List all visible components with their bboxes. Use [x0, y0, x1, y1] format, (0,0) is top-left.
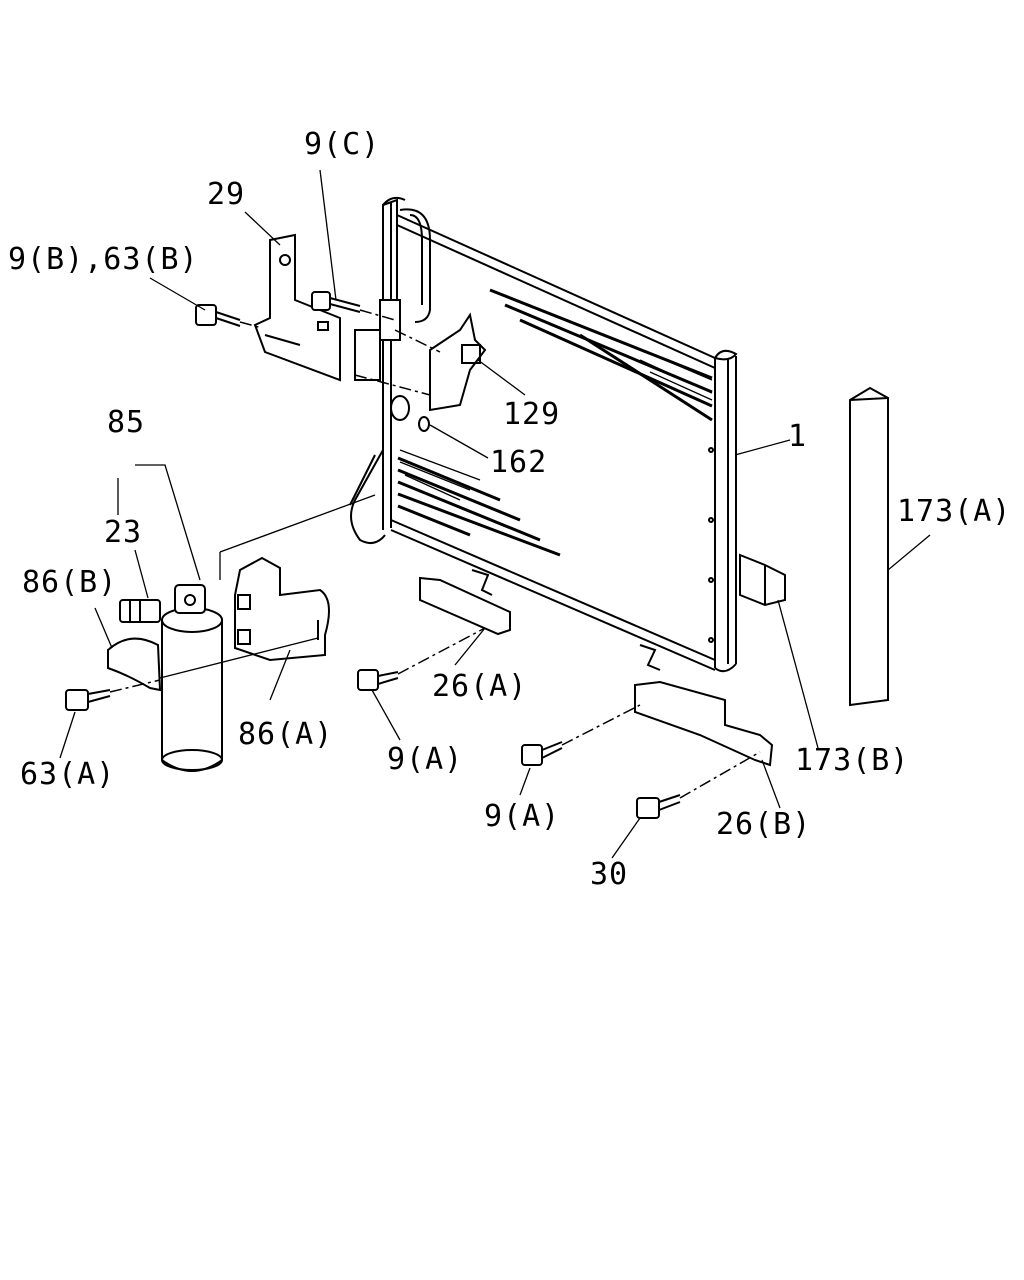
- callout-173b: 173(B): [795, 743, 910, 778]
- callout-63a: 63(A): [20, 757, 116, 792]
- callout-9c: 9(C): [304, 127, 381, 162]
- bracket-86a: [234, 556, 330, 662]
- clamp-86b: [107, 637, 162, 692]
- fitting-162: [390, 395, 430, 432]
- bracket-129: [354, 299, 487, 412]
- bracket-26a: [419, 569, 511, 636]
- bracket-29: [253, 233, 341, 382]
- callout-173a: 173(A): [897, 494, 1012, 529]
- callout-129: 129: [503, 397, 561, 432]
- bolt-9a-right: [521, 704, 641, 766]
- callout-9a-right: 9(A): [484, 799, 561, 834]
- bracket-26b: [634, 644, 774, 767]
- callout-85: 85: [107, 405, 146, 440]
- callout-23: 23: [104, 515, 143, 550]
- callout-29: 29: [207, 177, 246, 212]
- callout-86b: 86(B): [22, 565, 118, 600]
- bolt-9a-left: [357, 627, 486, 691]
- bolt-9c: [311, 291, 396, 321]
- dash-line: [394, 329, 441, 353]
- seal-173b: [739, 553, 786, 607]
- receiver-drier: [119, 584, 223, 772]
- callout-9b-63b: 9(B),63(B): [8, 242, 199, 277]
- bolt-9b-63b: [195, 304, 263, 329]
- condenser: [349, 196, 738, 673]
- callout-26a: 26(A): [432, 669, 528, 704]
- leader-lines: [59, 169, 931, 859]
- seal-173a: [849, 386, 889, 707]
- connector-line: [159, 637, 319, 679]
- connector-line: [219, 494, 376, 553]
- callout-162: 162: [490, 445, 548, 480]
- callout-86a: 86(A): [238, 717, 334, 752]
- callout-26b: 26(B): [716, 807, 812, 842]
- callout-1: 1: [788, 419, 808, 454]
- callout-9a-left: 9(A): [387, 742, 464, 777]
- dash-line: [354, 374, 431, 396]
- callout-30: 30: [590, 857, 629, 892]
- bolt-63a: [65, 679, 161, 711]
- bolt-30: [636, 751, 761, 819]
